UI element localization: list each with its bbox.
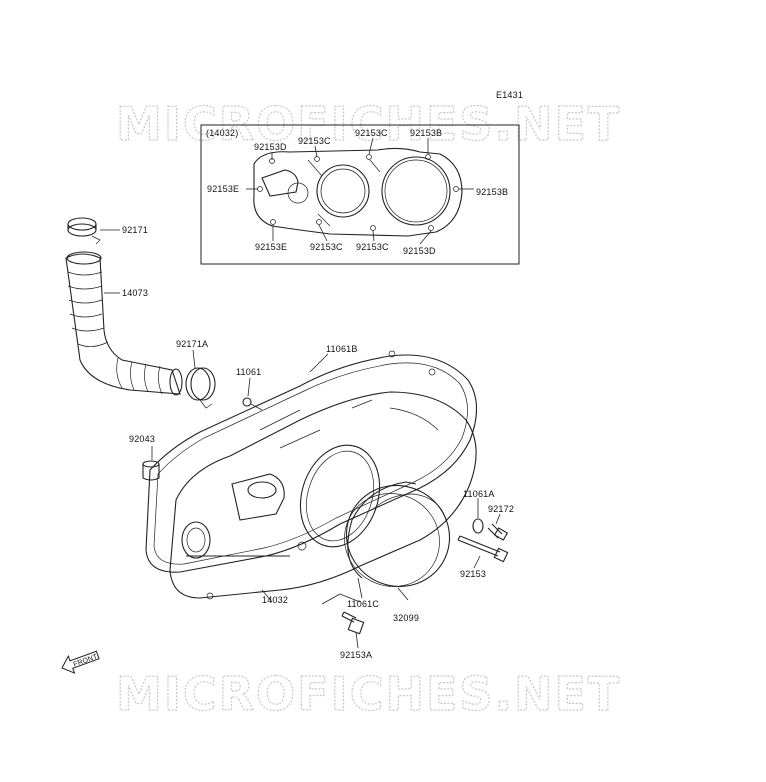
callout-92172: 92172 <box>488 504 514 514</box>
callout-92171: 92171 <box>122 225 148 235</box>
callout-92153c-top-right: 92153C <box>355 128 388 138</box>
watermark-bottom: MICROFICHES.NET <box>116 667 621 721</box>
callout-92153: 92153 <box>460 569 486 579</box>
callout-14032: 14032 <box>262 595 288 605</box>
cap-32099-drawing <box>345 481 451 588</box>
callout-92153c-bottom-left: 92153C <box>310 242 343 252</box>
inset-cover-drawing <box>253 147 463 237</box>
inset-leaders <box>246 137 474 245</box>
callout-92153e-bottom: 92153E <box>255 242 287 252</box>
inset-group-label: (14032) <box>206 128 238 138</box>
clamp-92171a-drawing <box>185 367 216 409</box>
bolt-92153a-drawing <box>341 611 365 635</box>
callout-11061b: 11061B <box>326 344 358 354</box>
callout-92153e-left: 92153E <box>207 184 239 194</box>
callout-92153d-bottom: 92153D <box>403 246 436 256</box>
callout-92153c-bottom-right: 92153C <box>356 242 389 252</box>
washer-92172-drawing <box>487 523 509 541</box>
inset-frame <box>200 124 520 265</box>
callout-92153c-top-left: 92153C <box>298 136 331 146</box>
oring-11061-drawing <box>242 397 252 407</box>
callout-92153b-top: 92153B <box>410 128 442 138</box>
watermark-top: MICROFICHES.NET <box>116 97 621 151</box>
callout-92153d-top: 92153D <box>254 142 287 152</box>
callout-11061: 11061 <box>236 367 261 377</box>
air-duct-14073-drawing <box>65 251 183 396</box>
callout-92171a: 92171A <box>176 339 208 349</box>
callout-11061a: 11061A <box>463 489 495 499</box>
callout-11061c: 11061C <box>347 599 379 609</box>
diagram-code: E1431 <box>496 90 523 100</box>
crankcase-cover-14032-drawing <box>169 350 477 600</box>
callout-14073: 14073 <box>122 288 148 298</box>
oring-11061a-drawing <box>472 518 484 534</box>
callout-92153a: 92153A <box>340 650 372 660</box>
callout-32099: 32099 <box>393 613 419 623</box>
oring-11061c-drawing <box>344 493 440 587</box>
callout-92153b-right: 92153B <box>476 187 508 197</box>
callout-92043: 92043 <box>129 434 155 444</box>
collar-92043-drawing <box>142 460 160 481</box>
front-arrow-icon: FRONT <box>61 650 100 674</box>
gasket-11061b-drawing <box>145 354 478 573</box>
clamp-92171-drawing <box>67 217 101 245</box>
bolt-92153-drawing <box>457 535 509 563</box>
